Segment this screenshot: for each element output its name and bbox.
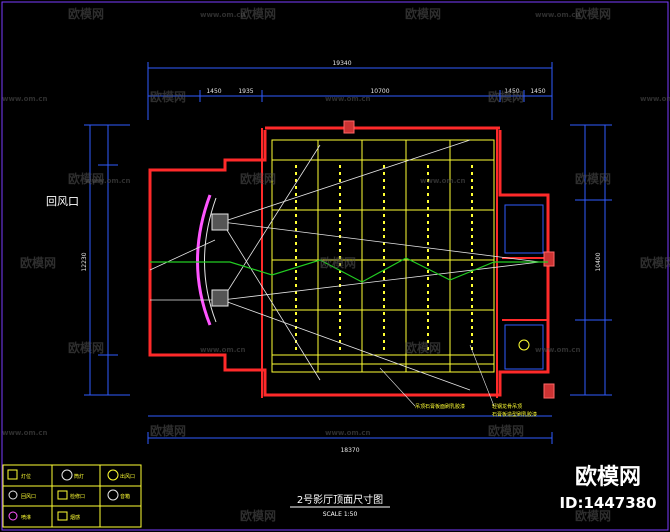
callout-3: 石膏板造型刷乳胶漆	[492, 411, 537, 418]
legend-label-7: 喷淋	[21, 514, 31, 521]
brand-stamp: 欧模网	[575, 464, 641, 490]
svg-text:欧模网: 欧模网	[68, 6, 104, 21]
svg-text:欧模网: 欧模网	[320, 255, 356, 270]
legend-symbol-return	[8, 490, 18, 500]
speaker-box-upper	[211, 213, 229, 231]
screen-curve	[196, 194, 212, 326]
svg-text:www.om.cn: www.om.cn	[200, 11, 246, 19]
svg-text:www.om.cn: www.om.cn	[535, 11, 581, 19]
sight-lines	[149, 139, 541, 391]
svg-text:www.om.cn: www.om.cn	[2, 95, 48, 103]
svg-text:www.om.cn: www.om.cn	[325, 95, 371, 103]
svg-text:欧模网: 欧模网	[575, 171, 611, 186]
legend-symbol-light	[7, 469, 18, 480]
dim-top-mid: 1935	[238, 88, 253, 95]
dim-top-right1: 1450	[504, 88, 519, 95]
ceiling-light-strips	[295, 165, 473, 350]
equipment-room	[504, 204, 544, 370]
center-line	[150, 257, 548, 283]
svg-text:欧模网: 欧模网	[240, 508, 276, 523]
svg-text:欧模网: 欧模网	[405, 6, 441, 21]
legend-label-5: 检修口	[70, 493, 85, 500]
legend-box	[2, 464, 142, 528]
legend-label-1: 灯位	[21, 473, 31, 480]
svg-text:欧模网: 欧模网	[488, 423, 524, 438]
dim-bottom-overall: 18370	[340, 447, 359, 454]
callout-2: 轻钢龙骨吊顶	[492, 403, 522, 410]
dim-top-right2: 1450	[530, 88, 545, 95]
legend-label-3: 出风口	[120, 473, 135, 480]
dim-right-vertical: 10400	[595, 252, 602, 271]
svg-text:欧模网: 欧模网	[640, 255, 670, 270]
svg-text:www.om.cn: www.om.cn	[200, 346, 246, 354]
speaker-box-lower	[211, 289, 229, 307]
svg-text:欧模网: 欧模网	[488, 89, 524, 104]
drawing-title: 2号影厅顶面尺寸图	[297, 493, 383, 506]
brand-stamp-id: ID:1447380	[559, 494, 656, 512]
svg-text:欧模网: 欧模网	[240, 171, 276, 186]
legend-label-8: 烟感	[70, 514, 80, 521]
room-walls	[148, 126, 550, 398]
watermark-layer: 欧模网 欧模网 欧模网 欧模网 欧模网 欧模网 欧模网 欧模网 欧模网 欧模网 …	[20, 6, 670, 523]
legend-label-6: 音箱	[120, 493, 130, 500]
svg-text:www.om.cn: www.om.cn	[535, 346, 581, 354]
wall-column-right-lower	[543, 383, 555, 399]
legend-label-2: 筒灯	[74, 473, 84, 480]
svg-text:欧模网: 欧模网	[575, 6, 611, 21]
legend-symbol-access	[57, 490, 68, 500]
legend-symbol-outlet	[107, 469, 119, 481]
legend-symbol-downlight	[61, 469, 73, 481]
watermark-url-layer: www.om.cn www.om.cn www.om.cn www.om.cn …	[2, 11, 670, 437]
screen-curve-inner	[204, 197, 217, 323]
svg-text:www.om.cn: www.om.cn	[640, 95, 670, 103]
wall-column-right-upper	[543, 251, 555, 267]
svg-text:欧模网: 欧模网	[240, 6, 276, 21]
callout-1: 吊顶石膏板面刷乳胶漆	[415, 403, 465, 410]
dim-left-vertical: 12230	[81, 252, 88, 271]
legend-symbol-smoke	[57, 511, 68, 521]
svg-text:www.om.cn: www.om.cn	[85, 177, 131, 185]
svg-text:欧模网: 欧模网	[20, 255, 56, 270]
svg-text:欧模网: 欧模网	[150, 423, 186, 438]
svg-text:www.om.cn: www.om.cn	[325, 429, 371, 437]
svg-text:欧模网: 欧模网	[68, 340, 104, 355]
svg-text:欧模网: 欧模网	[405, 340, 441, 355]
wall-column-top	[343, 120, 355, 134]
dim-top-center: 10700	[370, 88, 389, 95]
dim-top-left: 1450	[206, 88, 221, 95]
legend-symbol-sprinkler	[8, 511, 18, 521]
svg-text:www.om.cn: www.om.cn	[2, 429, 48, 437]
legend-symbol-speaker	[107, 489, 119, 501]
svg-text:www.om.cn: www.om.cn	[420, 177, 466, 185]
legend-label-4: 回风口	[21, 494, 36, 500]
dim-top-overall: 19340	[332, 60, 351, 67]
svg-text:欧模网: 欧模网	[575, 508, 611, 523]
svg-text:欧模网: 欧模网	[150, 89, 186, 104]
dimension-lines	[84, 62, 612, 444]
drawing-scale: SCALE 1:50	[323, 511, 358, 518]
svg-text:欧模网: 欧模网	[68, 171, 104, 186]
side-label: 回风口	[46, 195, 79, 208]
